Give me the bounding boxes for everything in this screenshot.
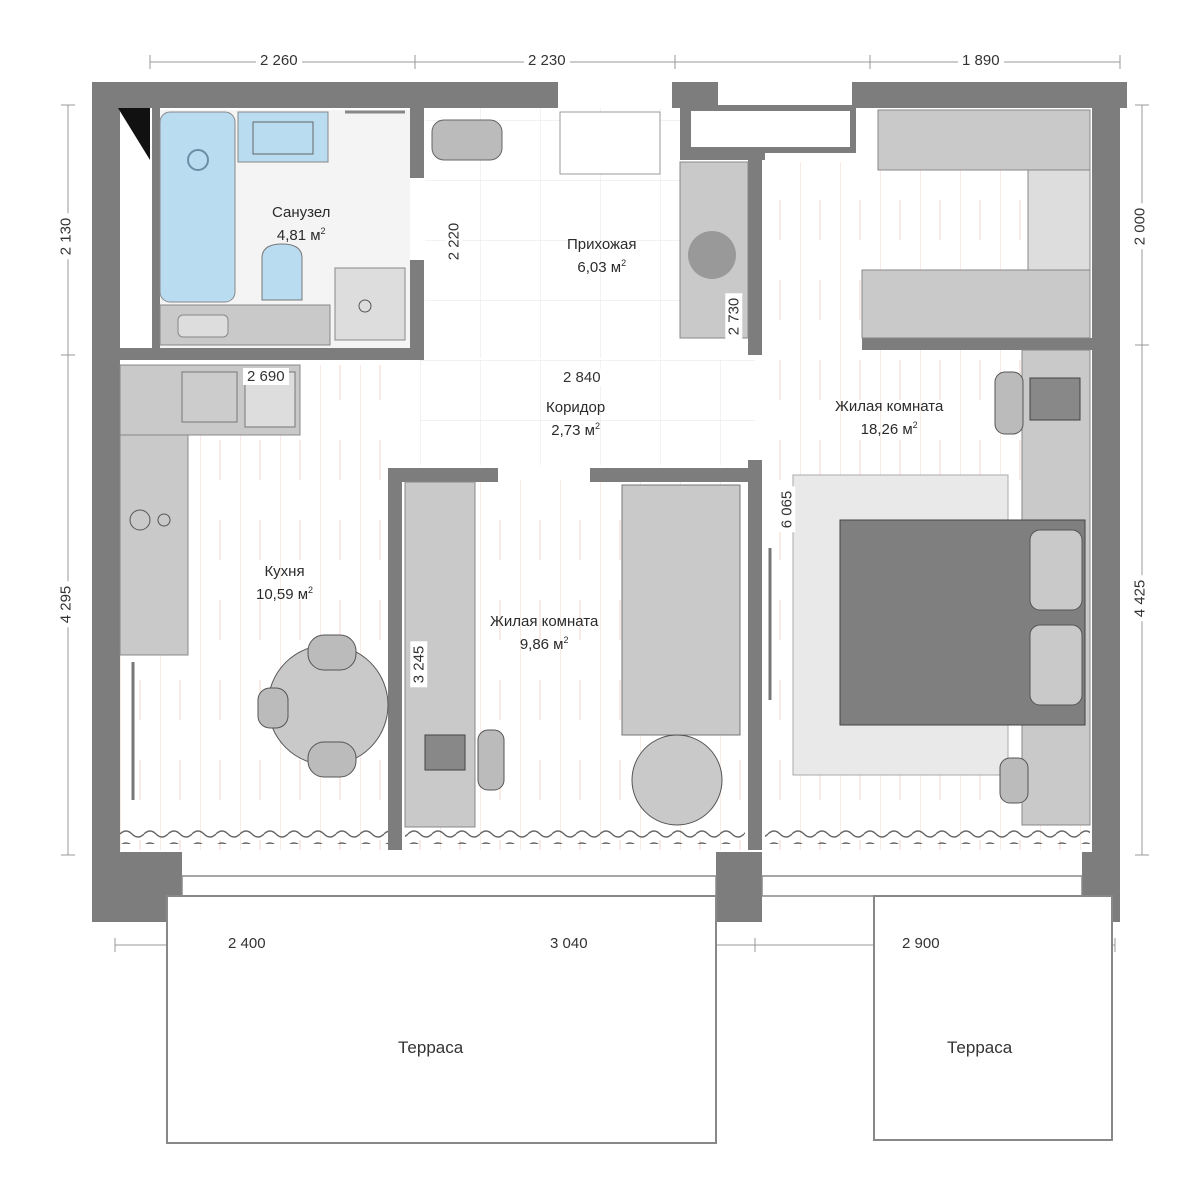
hallway-name: Прихожая bbox=[567, 236, 637, 253]
room-small-area: 9,86 м2 bbox=[519, 635, 569, 653]
dim-room-large-depth: 6 065 bbox=[778, 486, 796, 533]
room-large-name: Жилая комната bbox=[835, 398, 944, 415]
kitchen-name: Кухня bbox=[264, 563, 305, 580]
hallway-label: Прихожая 6,03 м2 bbox=[567, 236, 637, 277]
dim-right-upper: 2 000 bbox=[1131, 203, 1149, 250]
kitchen-label: Кухня 10,59 м2 bbox=[256, 563, 313, 604]
dim-hall-wardrobe: 2 730 bbox=[725, 293, 743, 340]
dim-bottom-middle: 3 040 bbox=[546, 935, 592, 952]
bathroom-fixtures bbox=[159, 110, 406, 346]
kitchen-fixtures bbox=[119, 364, 389, 800]
corridor-area: 2,73 м2 bbox=[551, 421, 600, 439]
dim-corridor-width: 2 840 bbox=[559, 369, 605, 386]
dim-room-small-depth: 3 245 bbox=[410, 641, 428, 688]
kitchen-area: 10,59 м2 bbox=[256, 585, 314, 603]
terrace-right-label: Терраса bbox=[947, 1038, 1013, 1057]
terrace-left bbox=[166, 895, 717, 1144]
bathroom-area: 4,81 м2 bbox=[276, 226, 326, 244]
hallway-area: 6,03 м2 bbox=[577, 258, 627, 276]
shaft bbox=[118, 108, 150, 160]
bathroom-label: Санузел 4,81 м2 bbox=[272, 204, 330, 245]
hallway-fixtures bbox=[431, 111, 749, 339]
dim-bottom-left: 2 400 bbox=[224, 935, 270, 952]
curtains-room-large bbox=[765, 826, 1090, 844]
terrace-left-label: Терраса bbox=[398, 1038, 464, 1057]
room-large-label: Жилая комната 18,26 м2 bbox=[835, 398, 943, 439]
dim-top-right: 1 890 bbox=[958, 52, 1004, 69]
walls bbox=[92, 82, 1127, 922]
corridor-name: Коридор bbox=[546, 399, 606, 416]
terrace-right bbox=[873, 895, 1113, 1141]
room-small-label: Жилая комната 9,86 м2 bbox=[490, 613, 598, 654]
dim-left-lower: 4 295 bbox=[57, 581, 75, 628]
dim-right-lower: 4 425 bbox=[1131, 575, 1149, 622]
dim-bottom-right: 2 900 bbox=[898, 935, 944, 952]
dim-top-left: 2 260 bbox=[256, 52, 302, 69]
room-small-furniture bbox=[404, 481, 741, 828]
balcony-window bbox=[685, 105, 856, 153]
dim-kitchen-width: 2 690 bbox=[243, 368, 289, 385]
room-large-area: 18,26 м2 bbox=[860, 420, 918, 438]
room-large-furniture bbox=[768, 109, 1091, 826]
bathroom-name: Санузел bbox=[272, 204, 331, 221]
dim-top-middle: 2 230 bbox=[524, 52, 570, 69]
dim-left-upper: 2 130 bbox=[57, 213, 75, 260]
corridor-label: Коридор 2,73 м2 bbox=[546, 399, 605, 440]
windows bbox=[181, 875, 1083, 897]
dim-bath-door: 2 220 bbox=[445, 218, 463, 265]
curtains-kitchen bbox=[120, 826, 388, 844]
curtains-room-small bbox=[405, 826, 745, 844]
room-small-name: Жилая комната bbox=[490, 613, 599, 630]
